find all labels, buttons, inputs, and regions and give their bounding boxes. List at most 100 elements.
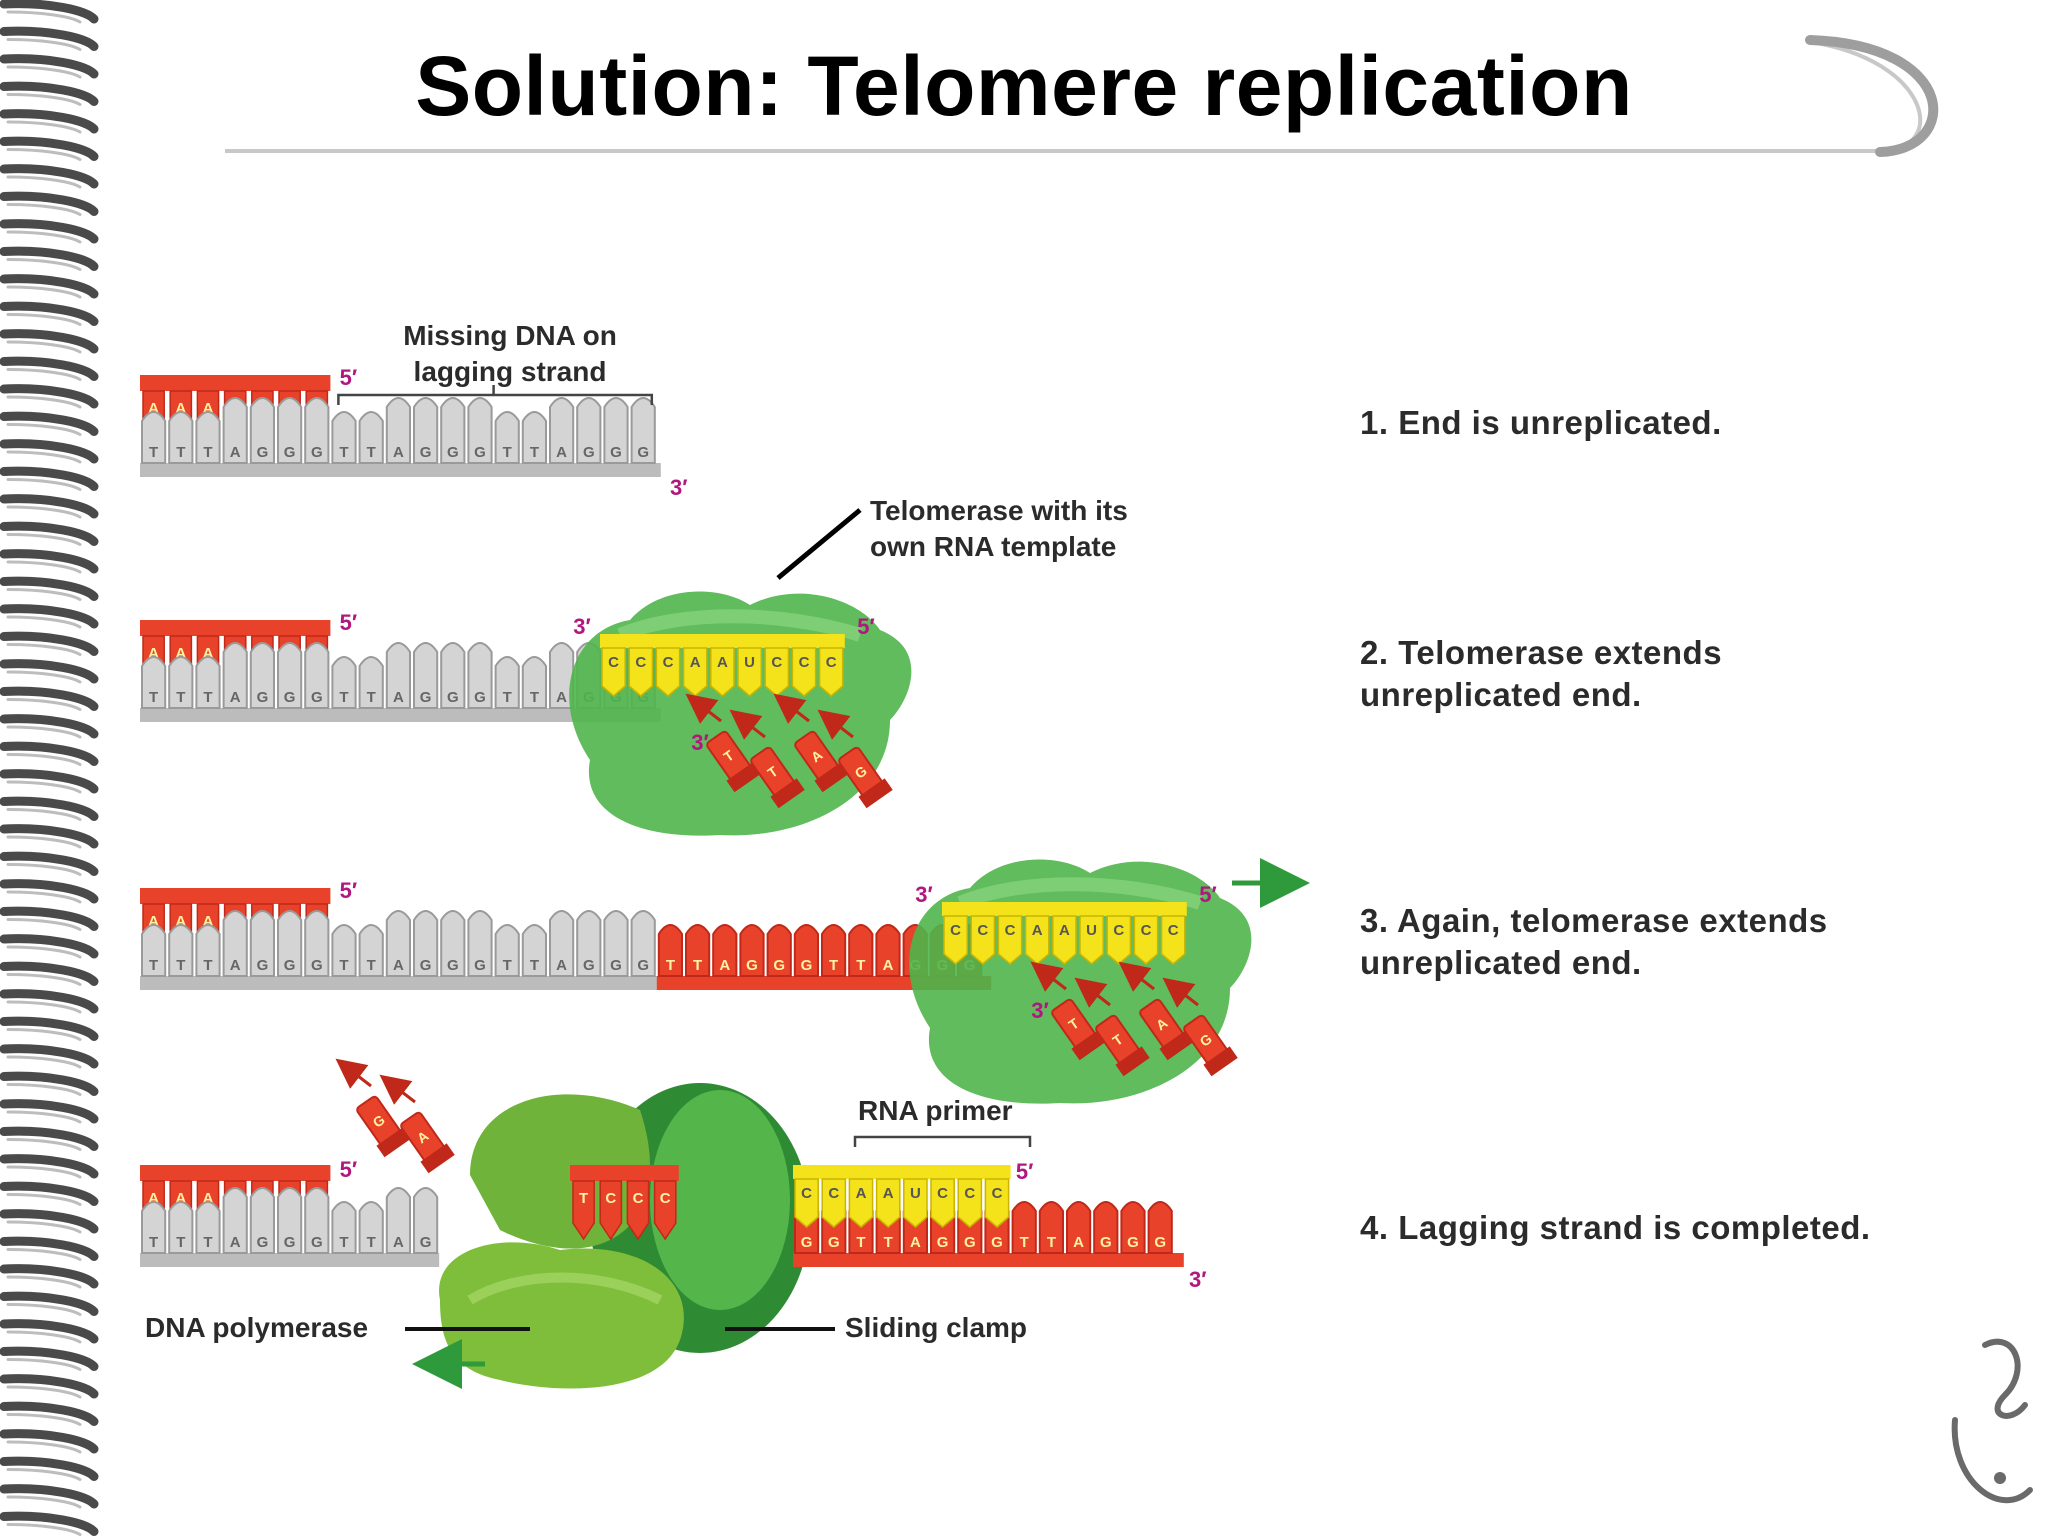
binding-coil-highlight [6,1165,82,1179]
strand-end-label: 3′ [1031,998,1049,1023]
binding-coil [0,1456,99,1481]
binding-coil-highlight [6,203,82,216]
binding-coil-highlight [6,93,82,106]
incoming-nucleotide: A [1139,998,1194,1061]
base-letter: A [175,645,186,662]
binding-coil [0,769,99,794]
rna-template-base [1160,915,1186,965]
binding-coil-highlight [6,698,82,711]
binding-coil-highlight [6,313,82,326]
template-base [630,397,656,464]
new-base [1066,1201,1092,1254]
replication-panel: AAATCCCTTTAGGGTTAGGGTTAGGG5′3′ [140,365,688,500]
template-base [195,656,221,709]
lower-backbone [793,1253,1184,1267]
base-letter: A [690,654,701,671]
rna-template-base [1052,915,1077,965]
nucleotide-arrow [1118,961,1155,992]
base-letter: T [530,957,539,974]
binding-coil-highlight [6,1440,82,1454]
template-base [331,411,357,464]
base-letter: A [230,689,241,706]
upper-base [626,1180,650,1241]
binding-coil [0,356,99,381]
base-letter: T [530,444,539,461]
binding-coil [0,26,99,51]
binding-coil-highlight [6,1055,82,1069]
base-letter: A [556,444,567,461]
binding-coil-highlight [6,835,82,849]
binding-coil [0,1044,99,1069]
binding-coil-highlight [6,725,82,739]
template-base [358,924,384,977]
binding-coil-highlight [6,1413,82,1426]
template-base [385,1187,411,1254]
rna-primer-base [875,1178,901,1228]
binding-coil-highlight [6,1248,82,1261]
base-letter: C [799,654,810,671]
replication-panel: AAATCCCTTTAGGGTTAG5′TCCCGAGGTTAGGGTTAGGG… [140,1058,1207,1389]
new-base [1120,1201,1146,1254]
binding-coil-highlight [6,10,82,24]
upper-backbone [140,375,331,391]
binding-coil-highlight [6,1330,82,1344]
binding-coil [0,1291,99,1316]
strand-end-label: 5′ [340,1157,358,1182]
binding-coil [0,494,99,519]
base-letter: T [367,957,376,974]
base-letter: C [608,654,619,671]
base-letter: A [910,1234,921,1251]
upper-base [599,1180,623,1241]
binding-coil-highlight [6,1193,82,1206]
base-letter: T [176,1234,185,1251]
binding-coil [0,301,99,326]
rna-template-backbone [600,634,845,648]
base-letter: A [393,444,404,461]
binding-coil [0,1346,99,1371]
binding-coil-highlight [6,1495,82,1509]
binding-coil-highlight [6,1083,82,1096]
base-letter: T [203,1234,212,1251]
nucleotide-phosphate [1115,1046,1150,1077]
base-letter: G [284,957,296,974]
binding-coil-highlight [6,560,82,574]
base-letter: G [311,689,323,706]
strand-end-label: 3′ [670,475,688,500]
binding-coil-highlight [6,175,82,189]
rna-primer-label: RNA primer [858,1095,1013,1126]
binding-coil [0,439,99,464]
binding-coil [0,989,99,1014]
base-letter: A [148,400,159,417]
binding-coil-highlight [6,395,82,409]
new-base [685,924,711,977]
template-base [549,642,575,709]
binding-coil [0,1511,99,1536]
template-base [168,1201,194,1254]
rna-template-base [943,915,968,965]
template-base [195,1201,221,1254]
base-letter: U [910,1185,921,1202]
binding-coil-highlight [6,505,82,519]
base-letter: G [257,444,269,461]
base-letter: T [856,957,865,974]
upper-base [653,1180,677,1241]
base-letter: G [257,957,269,974]
new-base [1038,1201,1064,1254]
binding-coil-highlight [6,753,82,766]
binding-coil [0,1209,99,1234]
binding-coil-highlight [6,423,82,436]
binding-coil [0,934,99,959]
base-letter: A [883,957,894,974]
nucleotide-phosphate [420,1143,455,1174]
binding-coil [0,659,99,684]
incoming-nucleotide: T [1095,1014,1150,1077]
binding-coil-highlight [6,808,82,821]
telomerase-pointer [776,508,862,580]
new-base [1093,1201,1119,1254]
nucleotide-phosphate [726,762,761,793]
rna-primer-backbone [793,1165,1011,1179]
missing-dna-brace [337,393,654,405]
nucleotide-phosphate [1159,1030,1194,1061]
base-letter: T [884,1234,893,1251]
